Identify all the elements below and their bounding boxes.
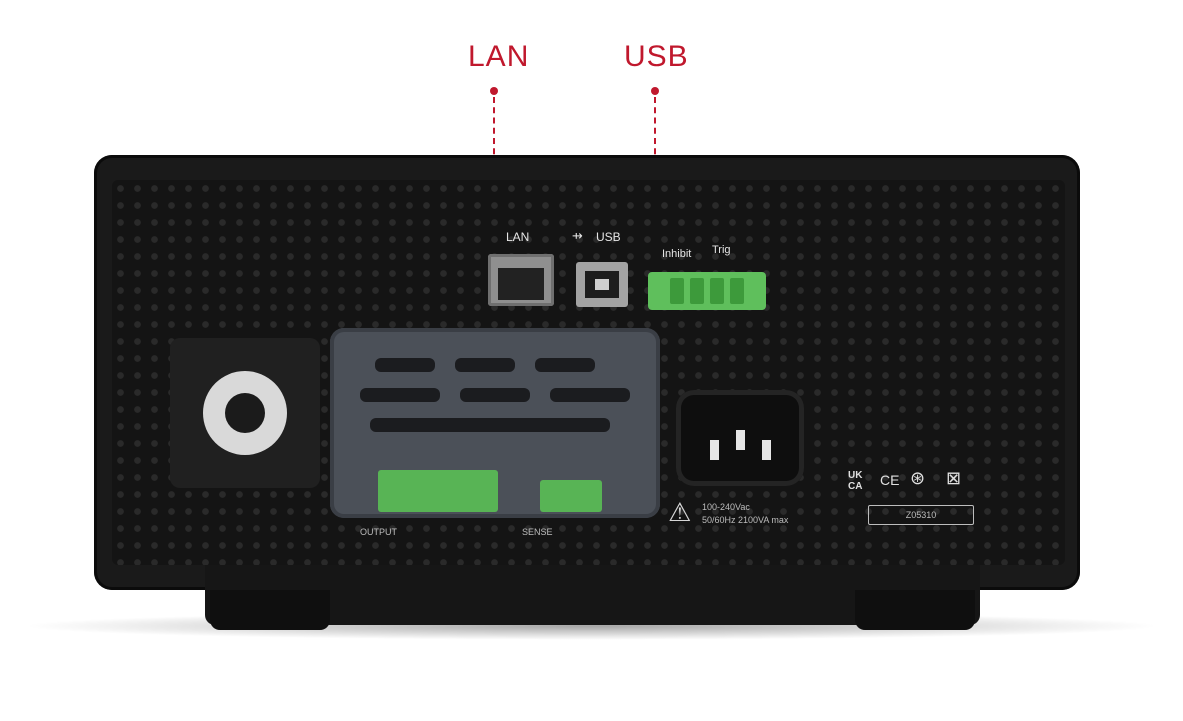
ac-power-inlet[interactable] — [676, 390, 804, 486]
ukca-mark: UK CA — [848, 470, 863, 492]
lan-callout-label: LAN — [468, 40, 530, 73]
rating-line-1: 100-240Vac — [702, 502, 750, 512]
usb-callout-dot — [651, 87, 659, 95]
rating-line-2: 50/60Hz 2100VA max — [702, 515, 789, 525]
lan-callout-dot — [490, 87, 498, 95]
sense-label: SENSE — [522, 527, 553, 537]
output-terminal[interactable] — [378, 470, 498, 512]
lan-port-label: LAN — [506, 230, 530, 244]
left-foot — [210, 590, 330, 630]
chassis-base — [205, 565, 980, 625]
trig-label: Trig — [712, 244, 731, 256]
inhibit-label: Inhibit — [662, 248, 692, 260]
cooling-fan — [170, 338, 320, 488]
serial-number: Z05310 — [905, 510, 937, 520]
ce-mark: CE — [880, 472, 900, 488]
usb-callout-label: USB — [624, 40, 689, 73]
usb-port[interactable] — [576, 262, 628, 307]
right-foot — [855, 590, 975, 630]
warning-triangle-icon: ⚠ — [668, 498, 692, 528]
serial-number-box: Z05310 — [868, 505, 974, 525]
output-label: OUTPUT — [360, 527, 397, 537]
recycle-icon: ⊛ — [910, 468, 926, 489]
weee-bin-icon: ⊠ — [946, 468, 962, 489]
sense-terminal[interactable] — [540, 480, 602, 512]
lan-port[interactable] — [488, 254, 554, 306]
inhibit-trig-connector[interactable] — [648, 272, 766, 310]
usb-port-label: USB — [596, 230, 621, 244]
usb-icon: ⇸ — [572, 229, 583, 244]
